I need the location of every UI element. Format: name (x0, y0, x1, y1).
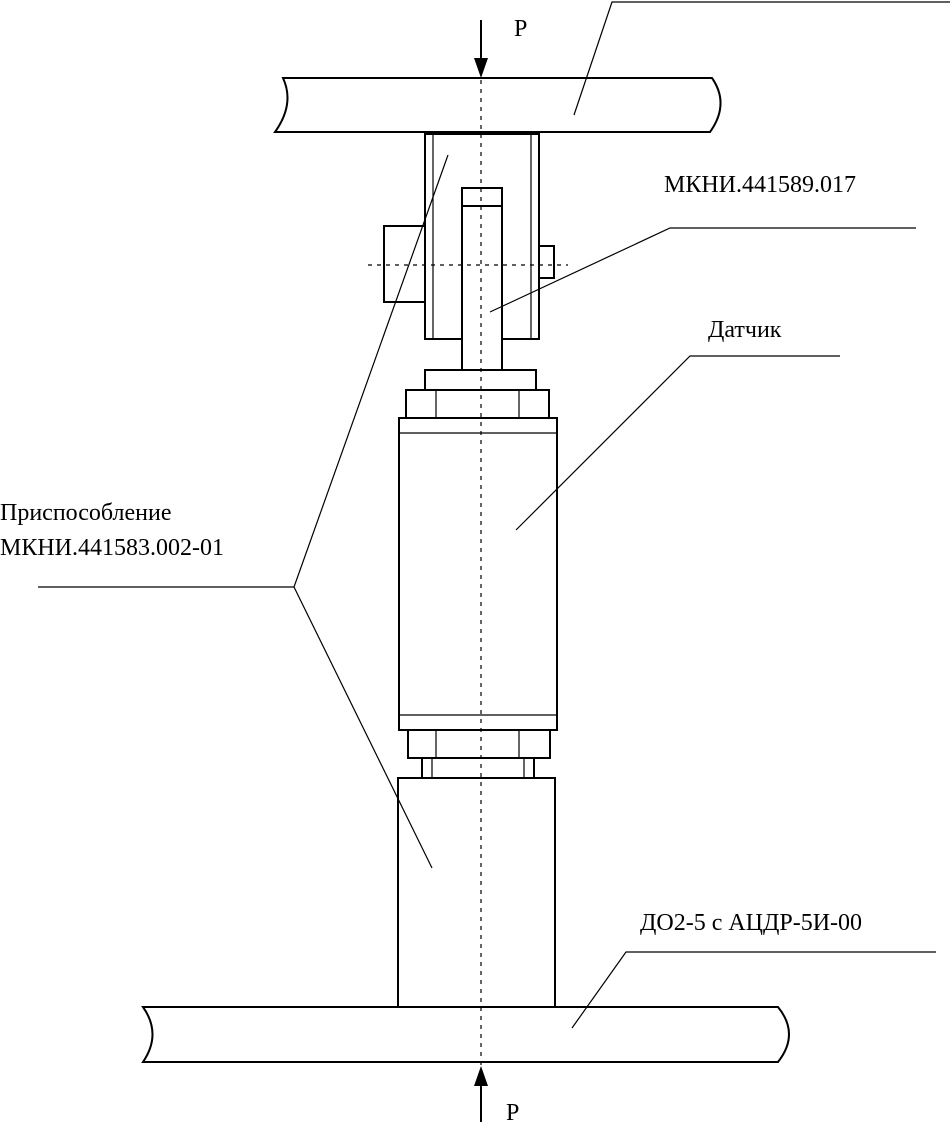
label-fixture-line1: Приспособление (0, 500, 172, 526)
leader-fixture-lower (293, 586, 433, 869)
force-arrow-top (474, 20, 488, 78)
bottom-plate (141, 1006, 790, 1063)
lower-nut (407, 729, 551, 759)
label-pin-part: МКНИ.441589.017 (664, 172, 856, 198)
label-sensor: Датчик (708, 317, 782, 343)
force-label-bottom: P (506, 1100, 519, 1124)
leader-pin (489, 227, 916, 313)
leader-sensor (515, 355, 840, 531)
label-machine: ДО2-5 с АЦДР-5И-00 (640, 910, 862, 936)
lower-washer (421, 757, 535, 779)
leader-machine (571, 951, 936, 1029)
lower-block (397, 777, 556, 1008)
sensor-body (398, 417, 558, 731)
pin-head-right (538, 245, 555, 279)
top-plate (273, 77, 722, 133)
label-fixture-line2: МКНИ.441583.002-01 (0, 535, 224, 561)
force-arrow-bottom (474, 1066, 488, 1122)
force-label-top: P (514, 16, 527, 42)
leader-top-plate (573, 1, 950, 116)
pin-rod (461, 187, 503, 372)
upper-nut (405, 389, 550, 419)
